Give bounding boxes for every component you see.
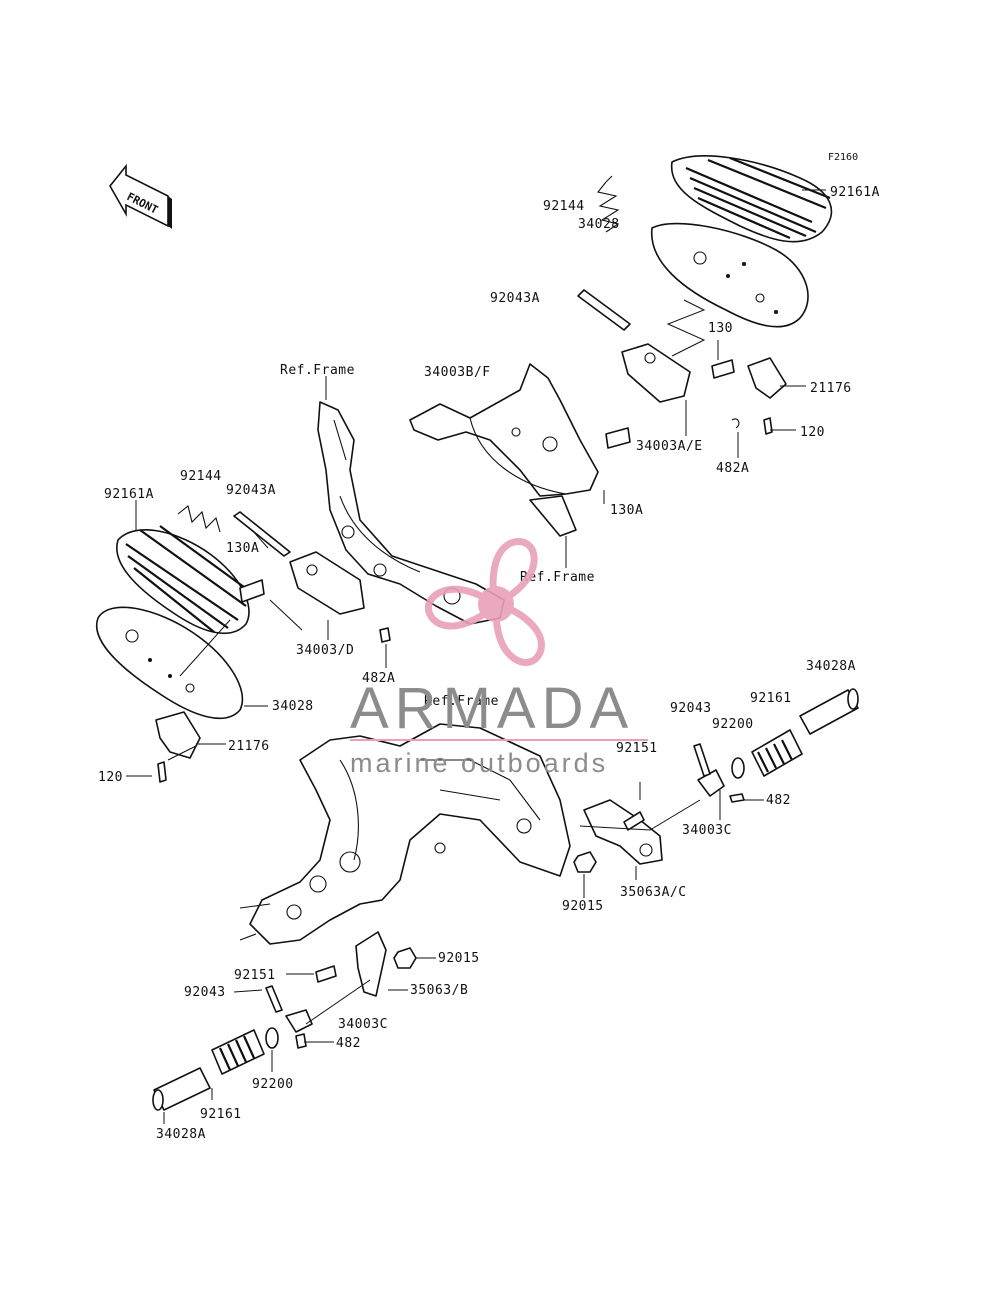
clip-482A-upper bbox=[731, 418, 740, 429]
bolt-130A-left bbox=[239, 579, 265, 603]
callout-35063AC: 35063A/C bbox=[620, 885, 687, 900]
callout-92043A-top: 92043A bbox=[490, 291, 540, 306]
callout-482-left: 482 bbox=[336, 1036, 361, 1051]
peg-bracket-35063AC bbox=[583, 799, 663, 865]
watermark-logo-icon bbox=[424, 538, 545, 666]
callout-34003C-right: 34003C bbox=[682, 823, 732, 838]
frame-upper-right bbox=[409, 363, 631, 537]
callout-34003BF: 34003B/F bbox=[424, 365, 491, 380]
footboard-rubber-pad-upper bbox=[670, 155, 833, 243]
callout-92200-right: 92200 bbox=[712, 717, 754, 732]
nut-92015-right bbox=[573, 851, 597, 873]
callout-34028-left: 34028 bbox=[272, 699, 314, 714]
clip-482-left bbox=[295, 1033, 307, 1049]
callout-34028-top: 34028 bbox=[578, 217, 620, 232]
bolt-92151-right bbox=[623, 811, 645, 831]
spring-92144-upper bbox=[597, 175, 620, 233]
callout-92161A-left: 92161A bbox=[104, 487, 154, 502]
callout-ref-frame-1: Ref.Frame bbox=[280, 363, 355, 378]
callout-labels: 92161A 92144 34028 92043A 130 21176 120 … bbox=[98, 185, 880, 1142]
callout-92043-left: 92043 bbox=[184, 985, 226, 1000]
bolt-120-left bbox=[157, 761, 167, 783]
callout-35063B: 35063/B bbox=[410, 983, 468, 998]
callout-482A-left: 482A bbox=[362, 671, 395, 686]
watermark-rule bbox=[350, 739, 648, 741]
callout-92161-right: 92161 bbox=[750, 691, 792, 706]
clip-482A-left bbox=[379, 627, 391, 643]
pin-92043-right bbox=[693, 743, 711, 777]
bolt-120-upper bbox=[763, 417, 773, 435]
callout-482-right: 482 bbox=[766, 793, 791, 808]
callout-92151-right: 92151 bbox=[616, 741, 658, 756]
figure-code: F2160 bbox=[828, 152, 858, 163]
frame-lower bbox=[239, 723, 571, 945]
watermark-brand: ARMADA bbox=[350, 676, 634, 741]
peg-rubber-92161-left bbox=[211, 1029, 265, 1075]
callout-34003D: 34003/D bbox=[296, 643, 354, 658]
callout-130-top: 130 bbox=[708, 321, 733, 336]
peg-rubber-92161-right bbox=[751, 729, 803, 777]
nut-92015-left bbox=[393, 947, 417, 969]
bolt-130-upper bbox=[711, 359, 735, 379]
callout-92015-left: 92015 bbox=[438, 951, 480, 966]
callout-ref-frame-3: Ref.Frame bbox=[424, 694, 499, 709]
footboard-plate-left bbox=[95, 606, 244, 719]
leader-lines bbox=[126, 189, 826, 1124]
bolt-92151-left bbox=[315, 965, 337, 983]
peg-holder-34003C-left bbox=[285, 1009, 313, 1033]
bracket-21176-left bbox=[155, 711, 201, 759]
callout-92043A-left: 92043A bbox=[226, 483, 276, 498]
callout-482A-top: 482A bbox=[716, 461, 749, 476]
peg-bracket-35063B bbox=[355, 931, 387, 997]
callout-34003AE: 34003A/E bbox=[636, 439, 703, 454]
callout-34003C-left: 34003C bbox=[338, 1017, 388, 1032]
bracket-34003AE bbox=[621, 343, 691, 403]
callout-120-top: 120 bbox=[800, 425, 825, 440]
callout-92144-top: 92144 bbox=[543, 199, 585, 214]
footboard-plate-upper bbox=[651, 222, 809, 328]
callout-21176-left: 21176 bbox=[228, 739, 270, 754]
callout-92144-left: 92144 bbox=[180, 469, 222, 484]
pin-92043A-left bbox=[233, 511, 291, 557]
callout-21176-top: 21176 bbox=[810, 381, 852, 396]
peg-34028A-left bbox=[152, 1067, 211, 1111]
callout-120-left: 120 bbox=[98, 770, 123, 785]
bracket-34003D bbox=[289, 551, 365, 615]
front-arrow-icon: FRONT bbox=[109, 163, 172, 229]
callout-92200-left: 92200 bbox=[252, 1077, 294, 1092]
callout-92161A-top: 92161A bbox=[830, 185, 880, 200]
callout-92043-right: 92043 bbox=[670, 701, 712, 716]
callout-92015-right: 92015 bbox=[562, 899, 604, 914]
callout-34028A-right: 34028A bbox=[806, 659, 856, 674]
clip-482-right bbox=[729, 793, 745, 803]
callout-130A-mid: 130A bbox=[610, 503, 643, 518]
callout-ref-frame-2: Ref.Frame bbox=[520, 570, 595, 585]
spring-92144-left bbox=[177, 505, 221, 533]
pin-92043-left bbox=[265, 985, 283, 1013]
pin-92043A-upper bbox=[577, 289, 631, 331]
washer-92200-right bbox=[731, 757, 745, 779]
callout-34028A-left: 34028A bbox=[156, 1127, 206, 1142]
callout-92151-left: 92151 bbox=[234, 968, 276, 983]
washer-92200-left bbox=[265, 1027, 279, 1049]
bracket-21176-upper bbox=[747, 357, 787, 399]
callout-130A-left: 130A bbox=[226, 541, 259, 556]
watermark-tagline: marine outboards bbox=[350, 748, 608, 778]
callout-92161-left: 92161 bbox=[200, 1107, 242, 1122]
footboard-rubber-pad-left bbox=[116, 525, 250, 635]
peg-34028A-right bbox=[799, 688, 859, 735]
